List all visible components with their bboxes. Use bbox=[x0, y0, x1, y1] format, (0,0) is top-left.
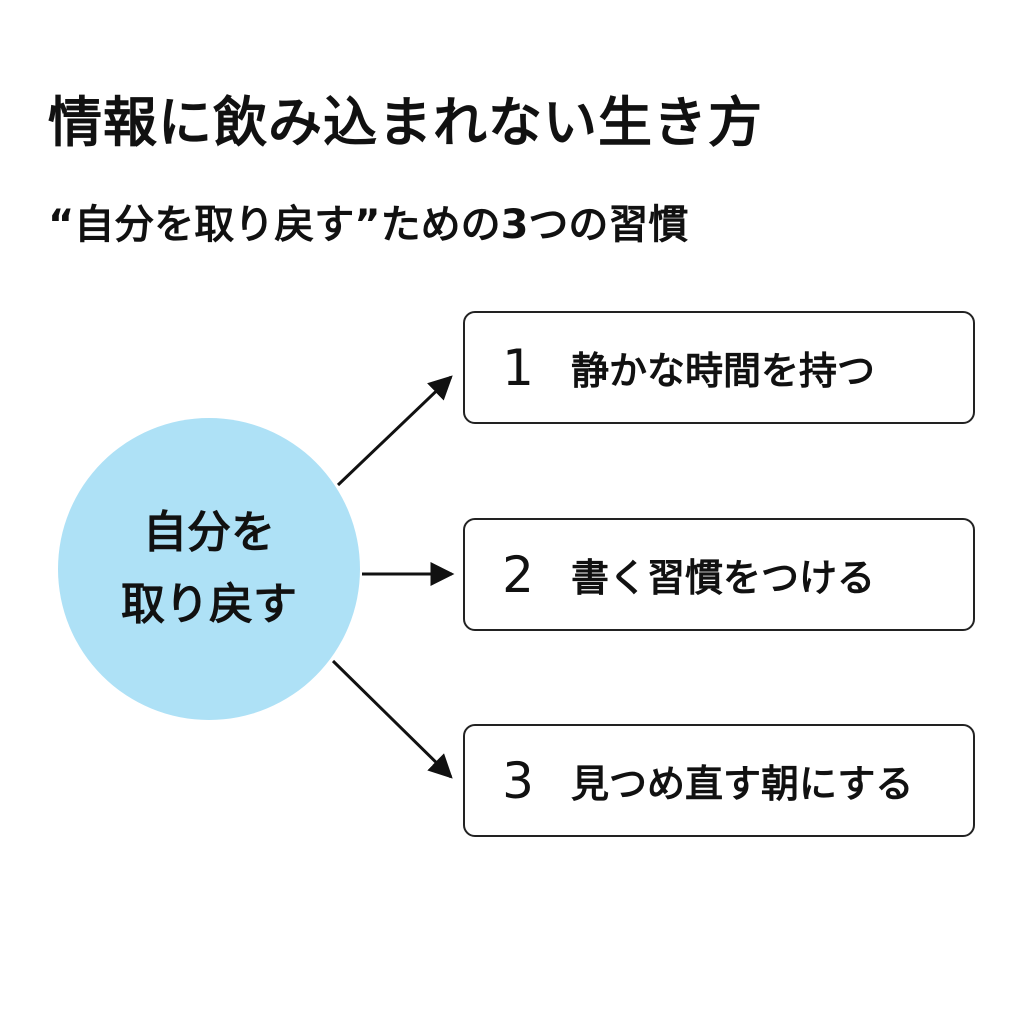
habit-box-1: 1 静かな時間を持つ bbox=[463, 311, 975, 424]
arrow-to-habit-1 bbox=[336, 375, 453, 487]
page-title: 情報に飲み込まれない生き方 bbox=[48, 91, 763, 154]
center-text-line-1: 自分を bbox=[143, 507, 275, 558]
habit-text-1: 静かな時間を持つ bbox=[571, 349, 876, 393]
habit-box-3: 3 見つめ直す朝にする bbox=[463, 724, 975, 837]
center-circle: 自分を 取り戻す bbox=[58, 418, 360, 720]
page-subtitle: “自分を取り戻す”ための3つの習慣 bbox=[48, 202, 689, 248]
habit-text-3: 見つめ直す朝にする bbox=[571, 762, 914, 806]
habit-number-2: 2 bbox=[502, 545, 534, 604]
habit-text-2: 書く習慣をつける bbox=[571, 556, 876, 600]
habit-box-2: 2 書く習慣をつける bbox=[463, 518, 975, 631]
habit-number-3: 3 bbox=[502, 751, 534, 810]
center-text-line-2: 取り戻す bbox=[121, 579, 297, 630]
arrow-to-habit-3 bbox=[331, 659, 453, 779]
habit-number-1: 1 bbox=[502, 338, 534, 397]
